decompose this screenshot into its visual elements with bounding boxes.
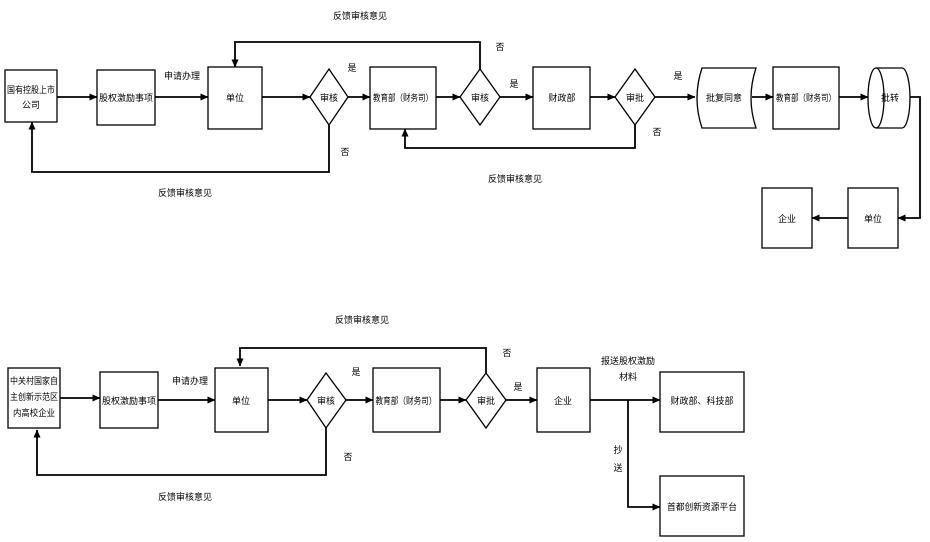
bottom-innovation-platform-box <box>659 475 745 537</box>
bottom-feedback-1-label: 反馈审核意见 <box>158 491 212 503</box>
top-flow: 国有控股上市 公司 股权激励事项 申请办理 单位 审核 是 教育部（财务司） 审… <box>4 10 921 249</box>
bottom-flow: 中关村国家自 主创新示范区 内高校企业 股权激励事项 申请办理 单位 审核 是 … <box>7 314 745 537</box>
bottom-approve-label: 审批 <box>477 395 495 407</box>
top-enterprise-box <box>761 187 813 249</box>
top-enterprise-label: 企业 <box>778 213 796 225</box>
bottom-feedback-2-line <box>236 347 487 373</box>
bottom-moe-finance-label: 教育部（财务司） <box>376 395 437 407</box>
bottom-unit-label: 单位 <box>232 395 250 407</box>
bottom-review-label: 审核 <box>317 395 335 407</box>
bottom-cc-label-line-1: 抄 <box>613 444 622 456</box>
top-forward-cylinder-rim <box>875 67 885 129</box>
bottom-submit-label-line-2: 材料 <box>619 371 637 383</box>
top-no-3-label: 否 <box>652 127 661 138</box>
bottom-start-line-3: 内高校企业 <box>13 407 55 419</box>
top-forward-cylinder <box>867 67 911 129</box>
top-unit-label: 单位 <box>226 92 244 104</box>
top-start-line-1: 国有控股上市 <box>7 84 55 96</box>
top-equity-matter-label: 股权激励事项 <box>99 92 153 104</box>
bottom-equity-matter-box <box>99 371 159 429</box>
top-feedback-1-label: 反馈审核意见 <box>158 187 212 199</box>
top-feedback-3-line <box>401 125 636 149</box>
bottom-innovation-platform-label: 首都创新资源平台 <box>667 501 737 513</box>
top-arrow-forward-to-unit-2 <box>897 96 921 222</box>
top-no-2-label: 否 <box>495 42 504 53</box>
top-yes-3-label: 是 <box>673 71 682 82</box>
top-start-box <box>4 69 58 123</box>
top-mof-box <box>532 66 591 130</box>
top-unit-2-box <box>847 187 899 249</box>
bottom-submit-label-line-1: 报送股权激励 <box>601 355 655 367</box>
top-mof-label: 财政部 <box>548 92 575 104</box>
bottom-start-line-2: 主创新示范区 <box>10 391 58 403</box>
bottom-equity-matter-label: 股权激励事项 <box>102 395 156 407</box>
top-feedback-3-label: 反馈审核意见 <box>488 173 542 185</box>
bottom-unit-box <box>214 367 269 433</box>
bottom-no-2-label: 否 <box>502 348 511 359</box>
top-feedback-2-line <box>231 41 481 69</box>
top-unit-2-label: 单位 <box>864 213 882 225</box>
top-apply-label: 申请办理 <box>164 70 200 82</box>
bottom-yes-2-label: 是 <box>513 382 522 393</box>
top-approve-label: 审批 <box>626 92 644 104</box>
top-approval-granted-shape <box>696 67 757 129</box>
bottom-no-1-label: 否 <box>343 452 352 463</box>
top-feedback-2-label: 反馈审核意见 <box>333 10 387 22</box>
bottom-mof-most-label: 财政部、科技部 <box>670 395 733 407</box>
top-moe-finance-2-box <box>772 66 840 130</box>
bottom-mof-most-box <box>659 371 745 433</box>
top-feedback-1-line <box>28 121 330 173</box>
top-moe-finance-2-label: 教育部（财务司） <box>776 92 836 104</box>
top-yes-1-label: 是 <box>347 63 356 74</box>
bottom-yes-1-label: 是 <box>351 367 360 378</box>
bottom-enterprise-label: 企业 <box>554 395 572 407</box>
bottom-feedback-2-label: 反馈审核意见 <box>335 314 389 326</box>
bottom-start-line-1: 中关村国家自 <box>10 375 58 387</box>
bottom-apply-label: 申请办理 <box>172 375 208 387</box>
top-no-1-label: 否 <box>340 147 349 158</box>
bottom-arrow-cc-to-platform <box>627 400 661 511</box>
top-review-2-label: 审核 <box>471 92 489 104</box>
top-approval-granted-label: 批复同意 <box>706 92 742 104</box>
bottom-cc-label-line-2: 送 <box>613 462 622 474</box>
top-moe-finance-1-label: 教育部（财务司） <box>373 92 433 104</box>
top-start-line-2: 公司 <box>22 100 40 111</box>
bottom-feedback-1-line <box>33 428 327 476</box>
top-review-1-label: 审核 <box>320 92 338 104</box>
top-forward-label: 批转 <box>881 92 899 104</box>
top-yes-2-label: 是 <box>509 79 518 90</box>
bottom-moe-finance-box <box>372 367 441 433</box>
top-moe-finance-1-box <box>369 66 437 130</box>
